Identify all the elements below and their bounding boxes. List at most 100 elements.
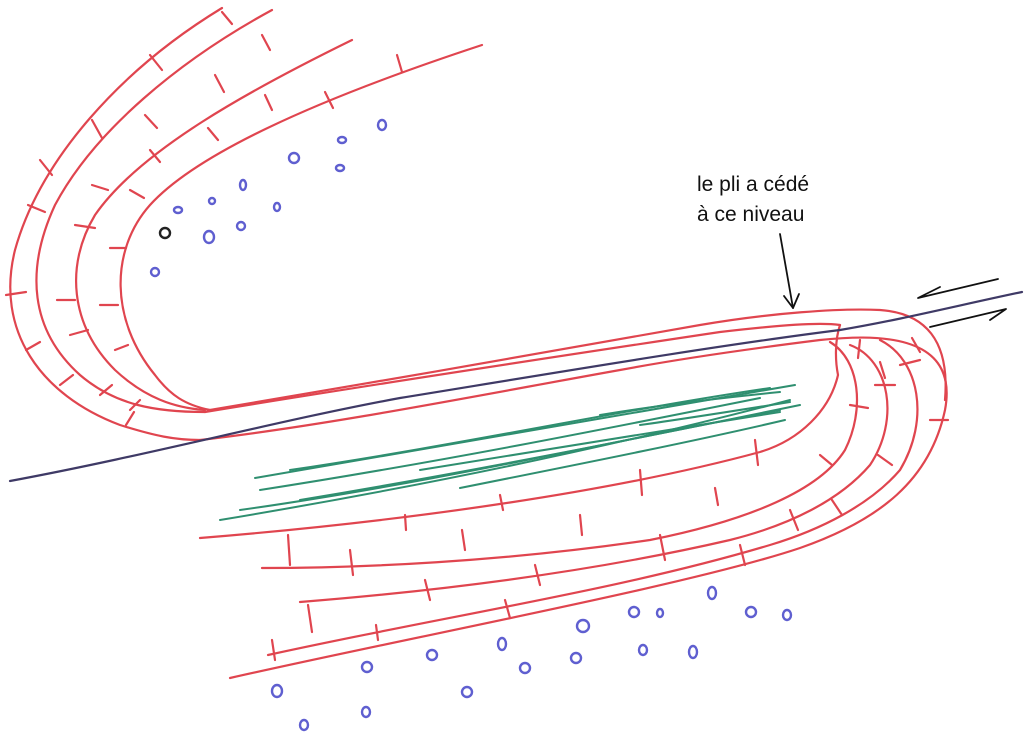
lower-tick	[638, 468, 644, 497]
upper-fold-strata	[9, 6, 484, 442]
lower-tick	[498, 493, 505, 512]
green-stroke	[299, 404, 801, 501]
lower-tick	[898, 358, 922, 367]
pebble	[425, 648, 439, 662]
lower-tick	[738, 543, 747, 567]
upper-tick	[26, 203, 47, 214]
lower-tick	[286, 533, 292, 567]
upper-bed-3	[75, 38, 354, 412]
lower-bed-2	[203, 322, 842, 414]
upper-tick	[90, 183, 110, 192]
upper-tick	[68, 328, 90, 337]
lower-tick	[348, 548, 355, 577]
upper-tick	[148, 148, 162, 164]
green-stroke	[259, 397, 761, 491]
upper-bed-inner	[119, 43, 484, 412]
annotation-line-2: à ce niveau	[697, 203, 805, 226]
shear-arrow-upper-icon	[917, 278, 999, 299]
pebble	[334, 163, 346, 173]
annotation-line-1: le pli a cédé	[697, 173, 810, 196]
upper-bed-outer	[9, 6, 224, 442]
green-stroke	[459, 419, 786, 489]
upper-tick	[73, 223, 97, 230]
pebble	[575, 618, 591, 634]
upper-tick	[38, 158, 54, 177]
lower-bed-5	[260, 340, 859, 570]
pebble	[336, 135, 348, 145]
lower-tick	[713, 486, 720, 507]
upper-tick	[128, 188, 146, 200]
pebble	[518, 661, 532, 675]
lower-tick	[578, 513, 584, 537]
pebble	[270, 683, 284, 699]
shear-arrow-lower-icon	[929, 308, 1007, 328]
pebble	[360, 705, 372, 719]
lower-tick	[788, 508, 800, 532]
green-stroke	[419, 411, 781, 471]
lower-bed-upper	[208, 308, 947, 412]
lower-tick	[403, 513, 408, 532]
upper-tick	[4, 290, 28, 297]
lower-tick	[910, 336, 922, 354]
lower-tick	[533, 563, 542, 587]
pebble	[706, 585, 718, 601]
lower-bed-3	[266, 338, 919, 657]
green-stroke	[289, 387, 771, 471]
upper-tick	[148, 53, 164, 72]
pebble	[360, 660, 374, 674]
upper-fold-ticks	[4, 10, 404, 427]
lower-tick	[306, 603, 314, 634]
upper-tick	[206, 126, 220, 142]
lower-tick	[876, 453, 894, 467]
pebble	[207, 196, 217, 206]
annotation-pointer-icon	[779, 233, 800, 309]
pebble	[376, 118, 388, 132]
green-hatching-zone	[219, 384, 801, 521]
green-stroke	[599, 391, 781, 416]
pebble	[272, 201, 282, 213]
pebble	[496, 636, 508, 652]
upper-tick	[323, 90, 335, 110]
green-stroke	[219, 399, 791, 521]
lower-tick	[503, 598, 512, 620]
lower-tick	[374, 623, 380, 642]
upper-tick	[113, 343, 130, 352]
pebble	[655, 607, 665, 619]
lower-tick	[460, 528, 467, 552]
pebble	[687, 644, 699, 660]
lower-tick	[753, 438, 760, 467]
annotation-label: le pli a cédé à ce niveau	[697, 170, 809, 230]
upper-bed-2	[35, 8, 274, 414]
lower-tick	[270, 638, 277, 662]
green-stroke	[639, 401, 791, 426]
pebble	[569, 651, 583, 665]
pebble	[627, 605, 641, 619]
lower-tick	[856, 338, 862, 360]
pebble	[781, 608, 793, 622]
pebbles-lower	[270, 585, 793, 732]
lower-tick	[878, 360, 887, 380]
upper-tick	[128, 398, 142, 412]
pebble	[238, 178, 248, 192]
pebble	[298, 718, 310, 732]
lower-tick	[818, 453, 834, 467]
upper-tick	[143, 113, 159, 130]
pebble	[172, 205, 184, 215]
pebbles-upper	[149, 118, 388, 278]
lower-bed-6	[198, 323, 842, 540]
lower-tick	[830, 498, 844, 517]
lower-fold-ticks	[270, 336, 950, 662]
lower-bed-outer	[198, 336, 948, 680]
pebble	[149, 266, 161, 278]
lower-tick	[423, 578, 432, 602]
pebble	[235, 220, 247, 232]
upper-tick	[98, 383, 114, 397]
upper-tick	[263, 93, 274, 112]
upper-tick	[395, 53, 404, 74]
pebble	[637, 643, 649, 657]
pebble	[287, 151, 301, 165]
upper-tick	[260, 33, 272, 52]
upper-tick	[220, 10, 234, 26]
upper-tick	[24, 340, 42, 352]
